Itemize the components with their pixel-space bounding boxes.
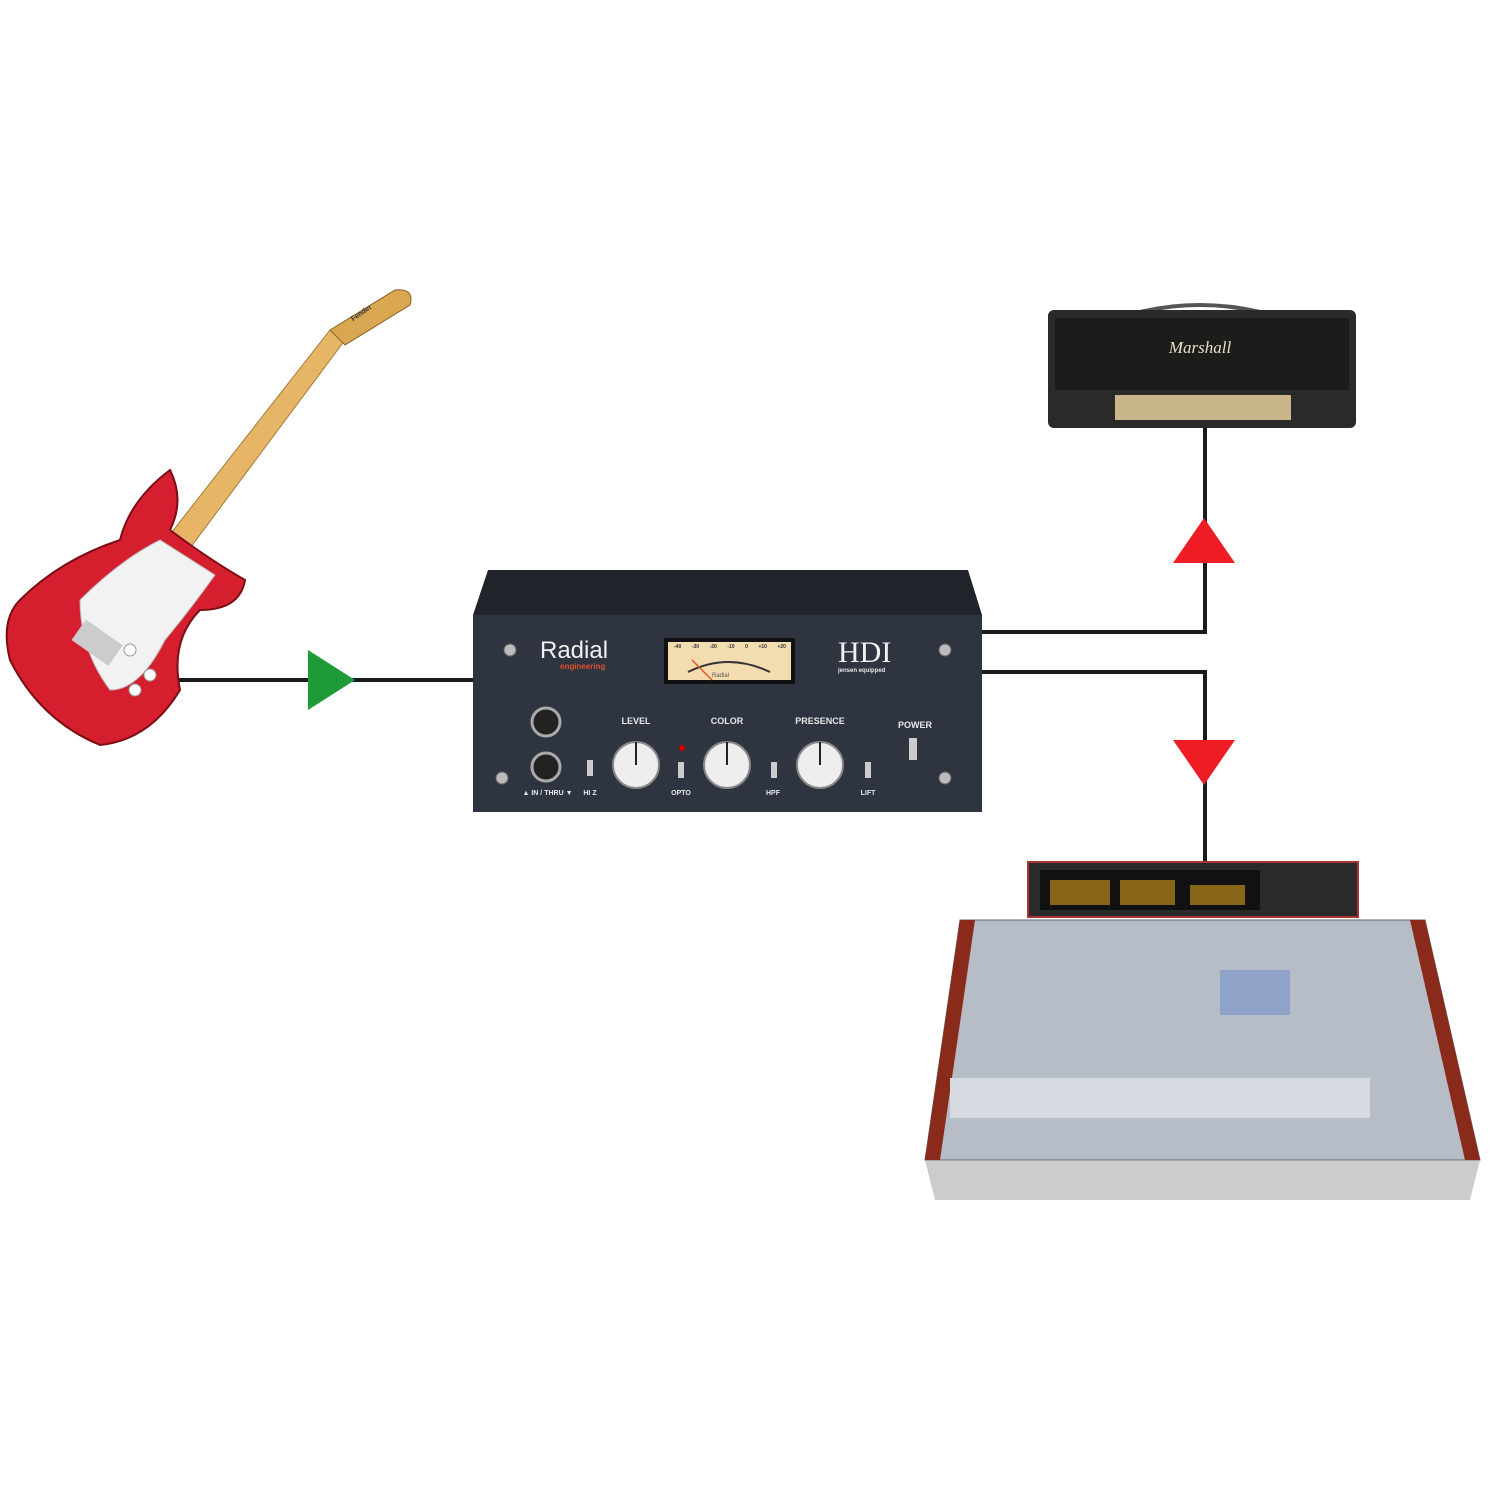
arrow-right-icon (308, 650, 355, 710)
hdi-di-box (473, 570, 982, 812)
arrow-up-icon (1173, 518, 1235, 563)
meter-tick: +10 (758, 644, 767, 650)
jack-label: ▲ IN / THRU ▼ (522, 790, 573, 797)
meter-tick: -20 (709, 644, 717, 650)
marshall-amp: Marshall (1048, 303, 1356, 428)
meter-tick: -40 (674, 644, 682, 650)
model-subtitle: jensen equipped (838, 668, 886, 674)
toggle-switches (587, 738, 917, 778)
meter-brand: Radial (712, 673, 730, 679)
knob-label-presence: PRESENCE (795, 716, 845, 726)
model-name: HDI (838, 636, 892, 669)
power-label: POWER (897, 720, 932, 730)
switch-label-hpf: HPF (766, 790, 780, 797)
amp-logo: Marshall (1168, 338, 1232, 357)
switch-label-lift: LIFT (860, 790, 876, 797)
meter-tick: 0 (745, 644, 748, 650)
cable-di-to-console (982, 670, 1207, 864)
vu-meter-scale: -40 -30 -20 -10 0 +10 +20 (674, 644, 786, 650)
knob-label-level: LEVEL (621, 716, 651, 726)
switch-label-opto: OPTO (671, 790, 691, 797)
arrow-down-icon (1173, 740, 1235, 785)
meter-tick: -30 (691, 644, 700, 650)
meter-tick: +20 (777, 644, 786, 650)
knob-label-color: COLOR (710, 716, 744, 726)
radial-subtitle: engineering (560, 662, 606, 671)
electric-guitar (5, 289, 412, 747)
meter-tick: -10 (727, 644, 735, 650)
cable-di-to-amp (982, 426, 1207, 634)
switch-label-hiz: HI Z (583, 790, 597, 797)
mixing-console (924, 861, 1481, 1200)
radial-logo: Radial (540, 637, 609, 664)
